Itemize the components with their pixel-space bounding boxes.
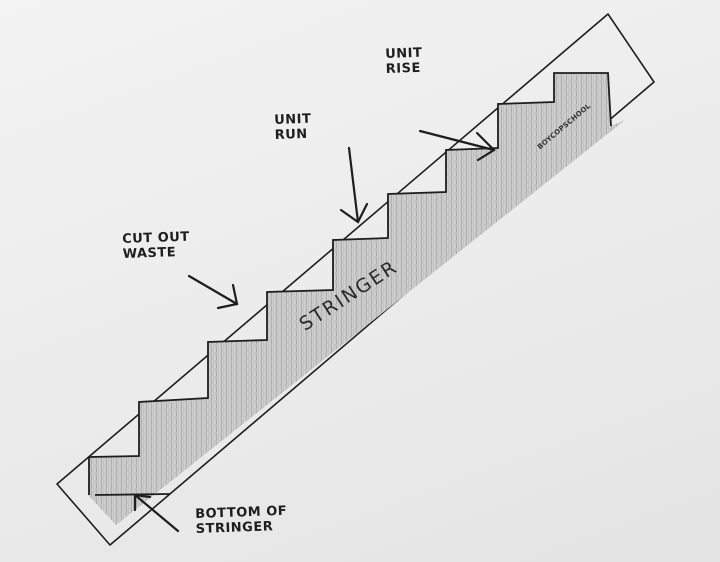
bottom-of-stringer-arrow [133,493,180,533]
board-outline [56,13,655,546]
unit-rise-arrow [418,129,496,162]
unit-rise-label: UNIT RISE [384,45,423,77]
stringer-body [88,73,625,525]
unit-run-label: UNIT RUN [273,111,312,143]
arrows [133,129,496,533]
cut-out-waste-arrow [187,274,239,310]
cut-out-waste-label: CUT OUT WASTE [121,229,190,262]
stringer-bottom-edge [94,493,171,496]
step-notches [88,72,612,495]
bottom-of-stringer-label: BOTTOM OF STRINGER [194,503,288,537]
unit-run-arrow [339,146,369,224]
